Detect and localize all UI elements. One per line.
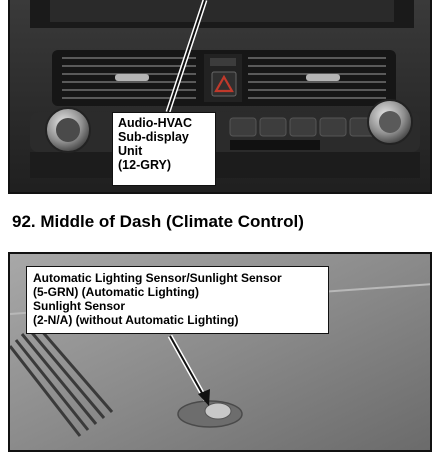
callout-line: Automatic Lighting Sensor/Sunlight Senso… — [33, 271, 282, 285]
callout-line: Sunlight Sensor — [33, 299, 126, 313]
callout-line: (2-N/A) (without Automatic Lighting) — [33, 313, 239, 327]
dashboard-illustration — [10, 0, 430, 192]
defrost-vent — [10, 321, 114, 437]
sunlight-sensor — [177, 400, 243, 428]
callout-line: (12-GRY) — [118, 158, 172, 172]
callout-audio-hvac: Audio-HVAC Sub-display Unit (12-GRY) — [112, 112, 216, 186]
figure-caption: 92. Middle of Dash (Climate Control) — [12, 212, 304, 231]
callout-arrow — [167, 0, 206, 113]
callout-line: Audio-HVAC — [118, 116, 193, 130]
callout-line: Unit — [118, 144, 143, 158]
hvac-button-row — [229, 117, 377, 137]
hazard-icon — [214, 74, 234, 93]
dashboard-photo — [8, 0, 432, 194]
callout-line: Sub-display — [118, 130, 189, 144]
sensor-arrow — [169, 335, 207, 401]
sensor-arrowhead — [198, 389, 210, 406]
callout-line: (5-GRN) (Automatic Lighting) — [33, 285, 199, 299]
callout-lighting-sensor: Automatic Lighting Sensor/Sunlight Senso… — [26, 266, 329, 334]
